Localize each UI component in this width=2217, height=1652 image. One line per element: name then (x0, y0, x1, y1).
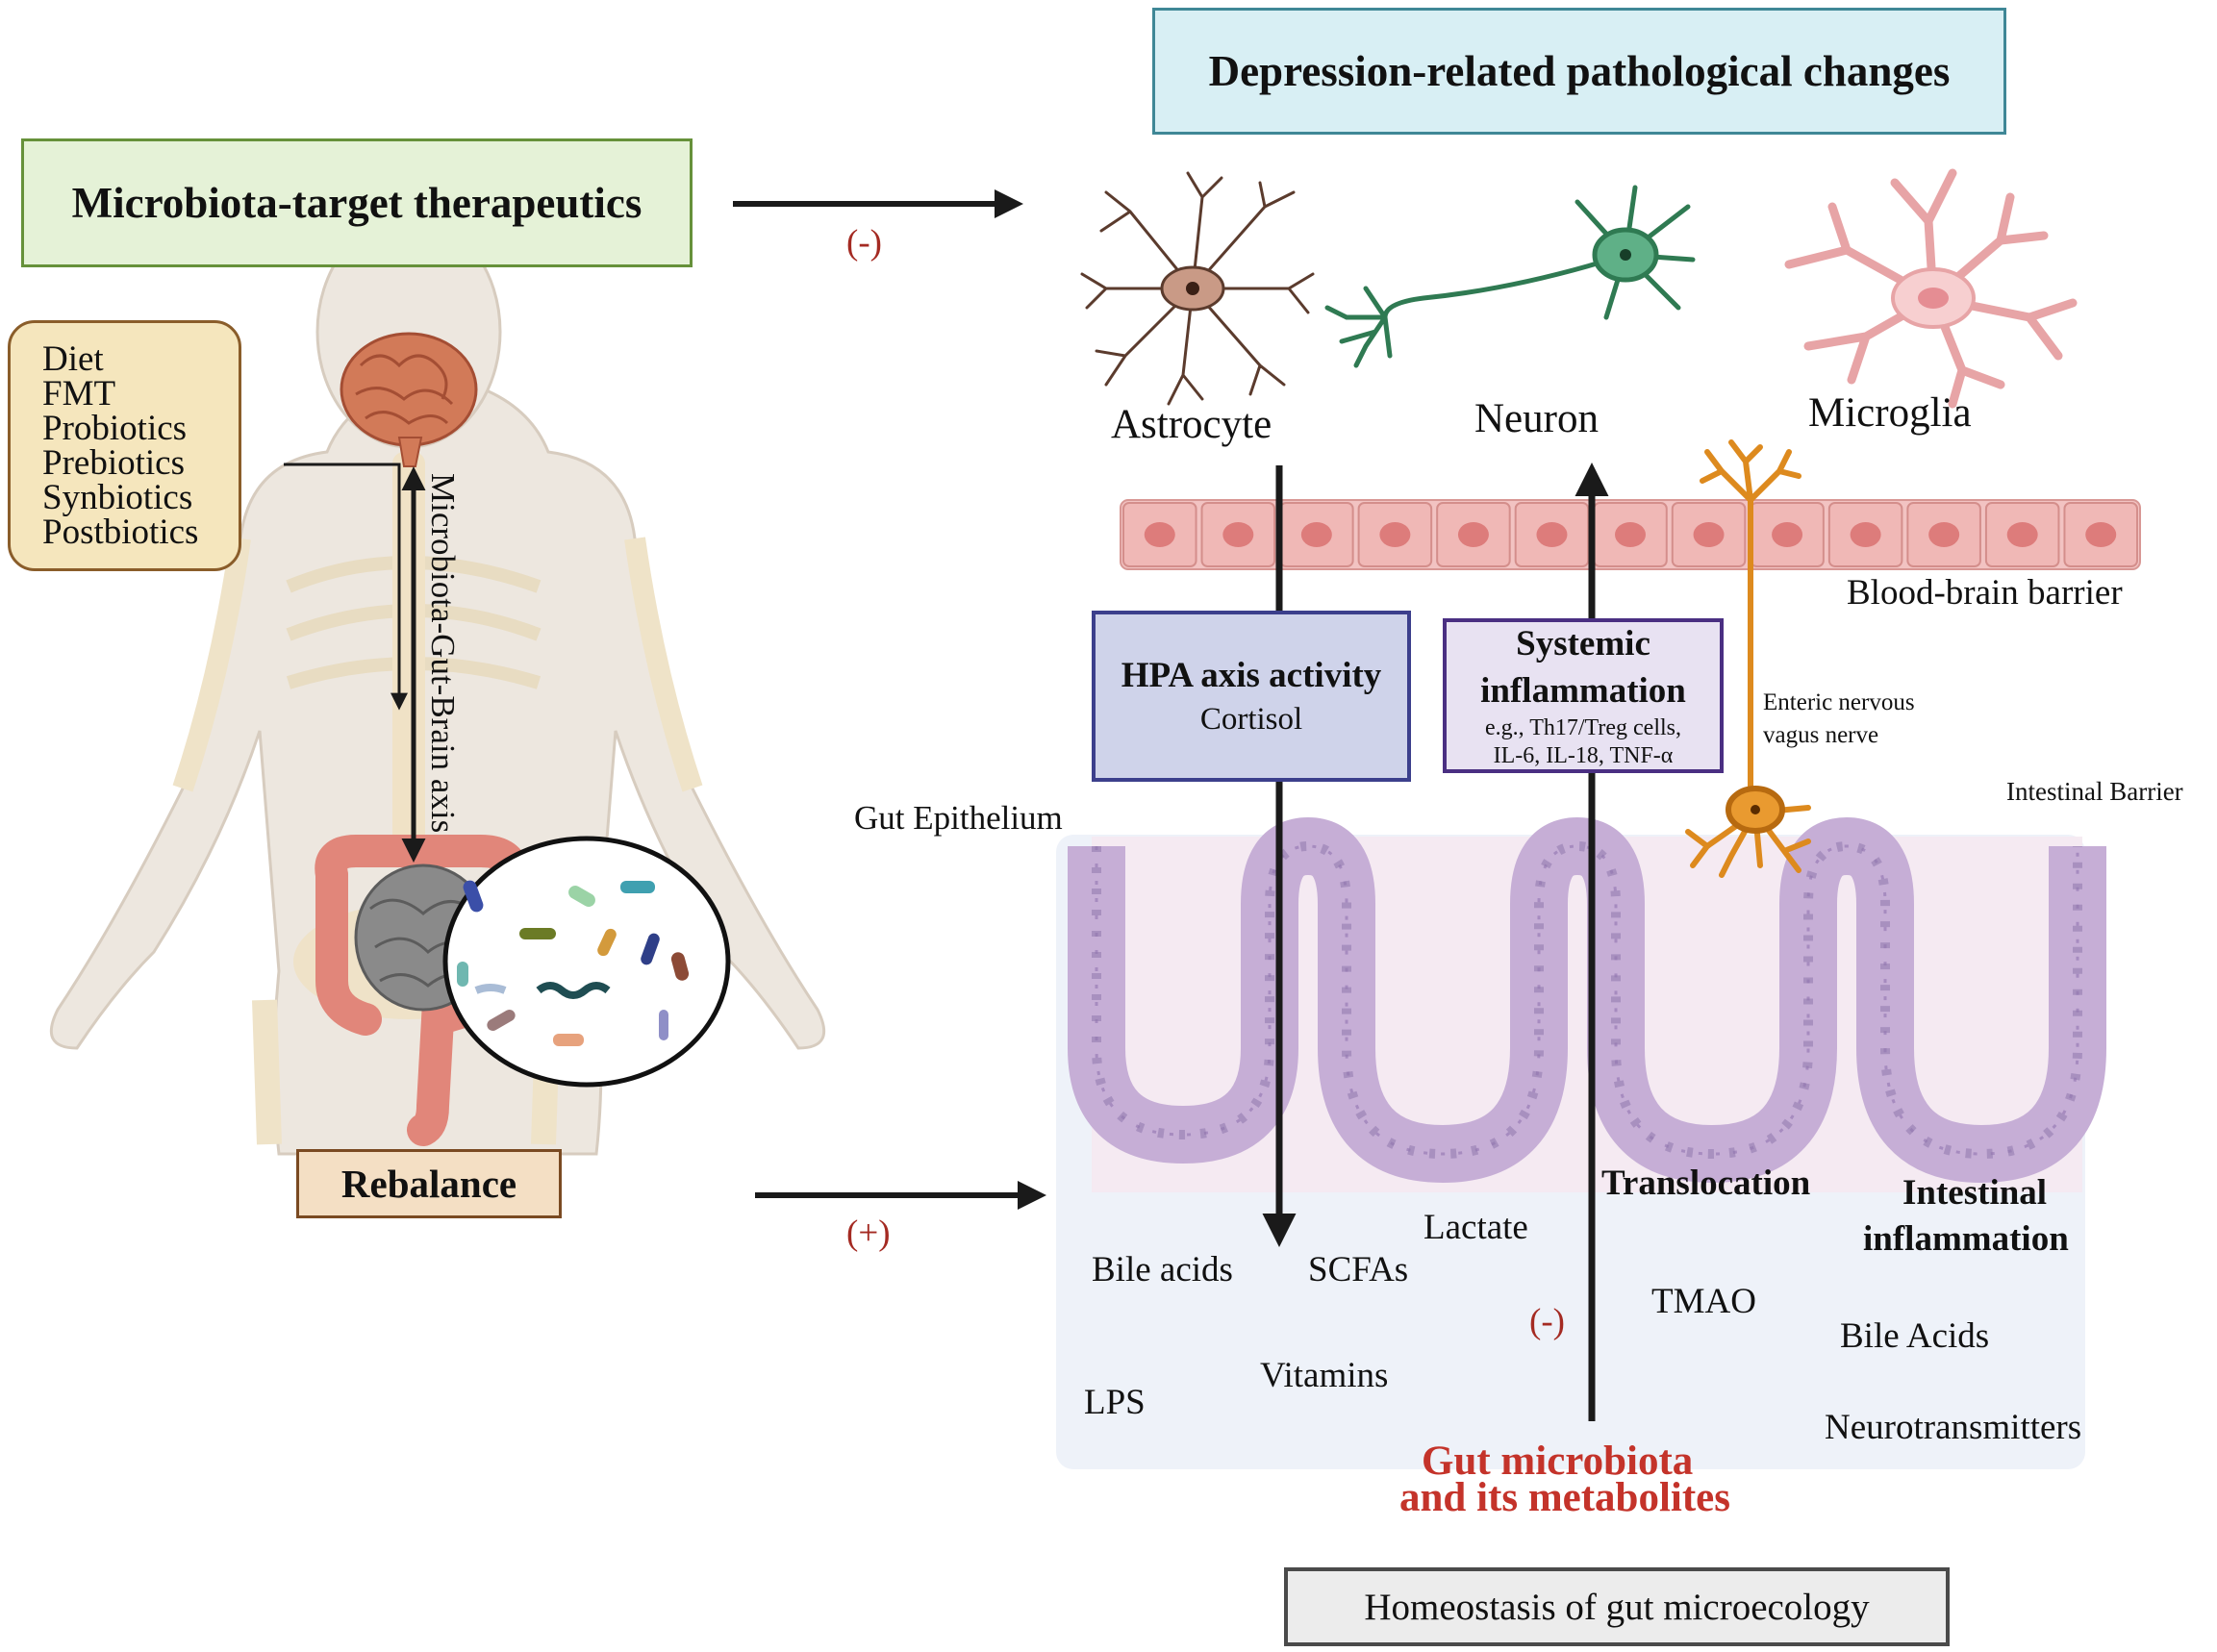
blood-brain-barrier-cells (1120, 499, 2141, 570)
hpa-box: HPA axis activity Cortisol (1092, 611, 1411, 782)
gut-epithelium-villi (1068, 817, 2106, 1183)
intervention-item: Postbiotics (42, 512, 199, 552)
brain-organ (340, 332, 478, 467)
bbb-cell-nucleus (1536, 522, 1568, 547)
metabolite-lps: LPS (1084, 1383, 1146, 1422)
intervention-connector (284, 463, 408, 711)
intestinal-inflammation-label-2: inflammation (1863, 1219, 2069, 1259)
astrocyte-cell (1080, 171, 1315, 406)
systemic-inflammation-box: Systemic inflammation e.g., Th17/Treg ce… (1443, 618, 1724, 773)
bbb-cell-nucleus (2085, 522, 2117, 547)
bbb-cell-nucleus (1222, 522, 1254, 547)
intestinal-barrier-label: Intestinal Barrier (2006, 777, 2183, 806)
enteric-label-2: vagus nerve (1763, 722, 1879, 748)
bbb-cell-nucleus (1928, 522, 1960, 547)
bbb-cell-nucleus (1457, 522, 1489, 547)
bbb-cell-nucleus (1144, 522, 1175, 547)
systemic-title-1: Systemic (1516, 623, 1650, 663)
sign-minus-bottom: (-) (1529, 1302, 1565, 1341)
hpa-title: HPA axis activity (1121, 656, 1382, 695)
microglia-cell (1784, 168, 2078, 409)
rebalance-text: Rebalance (340, 1162, 517, 1206)
title-box: Depression-related pathological changes (1152, 8, 2006, 135)
therapeutics-box: Microbiota-target therapeutics (21, 138, 693, 267)
intestinal-inflammation-label-1: Intestinal (1902, 1173, 2048, 1213)
metabolite-tmao: TMAO (1651, 1282, 1756, 1321)
sign-minus-top: (-) (846, 223, 882, 263)
intervention-item: Prebiotics (42, 442, 185, 483)
metabolite-bile-acids: Bile acids (1092, 1250, 1233, 1289)
intervention-item: FMT (42, 373, 116, 413)
homeostasis-text: Homeostasis of gut microecology (1364, 1586, 1870, 1628)
bbb-cell-nucleus (1693, 522, 1725, 547)
microbiota-label-2: and its metabolites (1399, 1475, 1730, 1520)
intervention-item: Probiotics (42, 408, 188, 448)
therapeutics-text: Microbiota-target therapeutics (71, 179, 642, 227)
homeostasis-box: Homeostasis of gut microecology (1284, 1567, 1950, 1646)
metabolite-vitamins: Vitamins (1260, 1356, 1389, 1395)
enteric-nerve (1685, 439, 1811, 878)
axis-label: Microbiota-Gut-Brain axis (424, 473, 462, 834)
bbb-cell-nucleus (1850, 522, 1881, 547)
intervention-item: Synbiotics (42, 477, 193, 517)
systemic-title-2: inflammation (1480, 670, 1686, 711)
metabolite-scfas: SCFAs (1308, 1250, 1409, 1289)
metabolite-bile-acids-2: Bile Acids (1840, 1316, 1990, 1356)
bbb-cell-nucleus (1772, 522, 1803, 547)
interventions-box: Diet FMT Probiotics Prebiotics Synbiotic… (8, 320, 241, 571)
gut-epithelium-label: Gut Epithelium (854, 799, 1063, 837)
microglia-label: Microglia (1808, 390, 1972, 436)
metabolite-neurotransmitters: Neurotransmitters (1825, 1408, 2082, 1447)
bbb-label: Blood-brain barrier (1847, 573, 2123, 613)
systemic-sub-1: e.g., Th17/Treg cells, (1485, 714, 1681, 740)
bbb-cell-nucleus (1379, 522, 1411, 547)
systemic-sub-2: IL-6, IL-18, TNF-α (1493, 742, 1674, 768)
microbiota-label-1: Gut microbiota (1422, 1439, 1694, 1484)
microbiota-magnifier-circle (442, 836, 731, 1088)
rebalance-box: Rebalance (296, 1149, 562, 1218)
hpa-sub: Cortisol (1199, 702, 1303, 737)
interventions-list: Diet FMT Probiotics Prebiotics Synbiotic… (11, 338, 199, 552)
bbb-cell-nucleus (1615, 522, 1646, 547)
bbb-cell-nucleus (2006, 522, 2038, 547)
neuron-label: Neuron (1474, 396, 1599, 441)
neuron-cell (1324, 185, 1696, 368)
intervention-item: Diet (42, 338, 104, 379)
enteric-label-1: Enteric nervous (1763, 689, 1915, 715)
title-text: Depression-related pathological changes (1208, 47, 1951, 95)
bbb-cell-nucleus (1300, 522, 1332, 547)
astrocyte-label: Astrocyte (1111, 402, 1272, 447)
metabolite-lactate: Lactate (1423, 1208, 1528, 1247)
sign-plus: (+) (846, 1214, 891, 1253)
translocation-label: Translocation (1601, 1164, 1811, 1203)
